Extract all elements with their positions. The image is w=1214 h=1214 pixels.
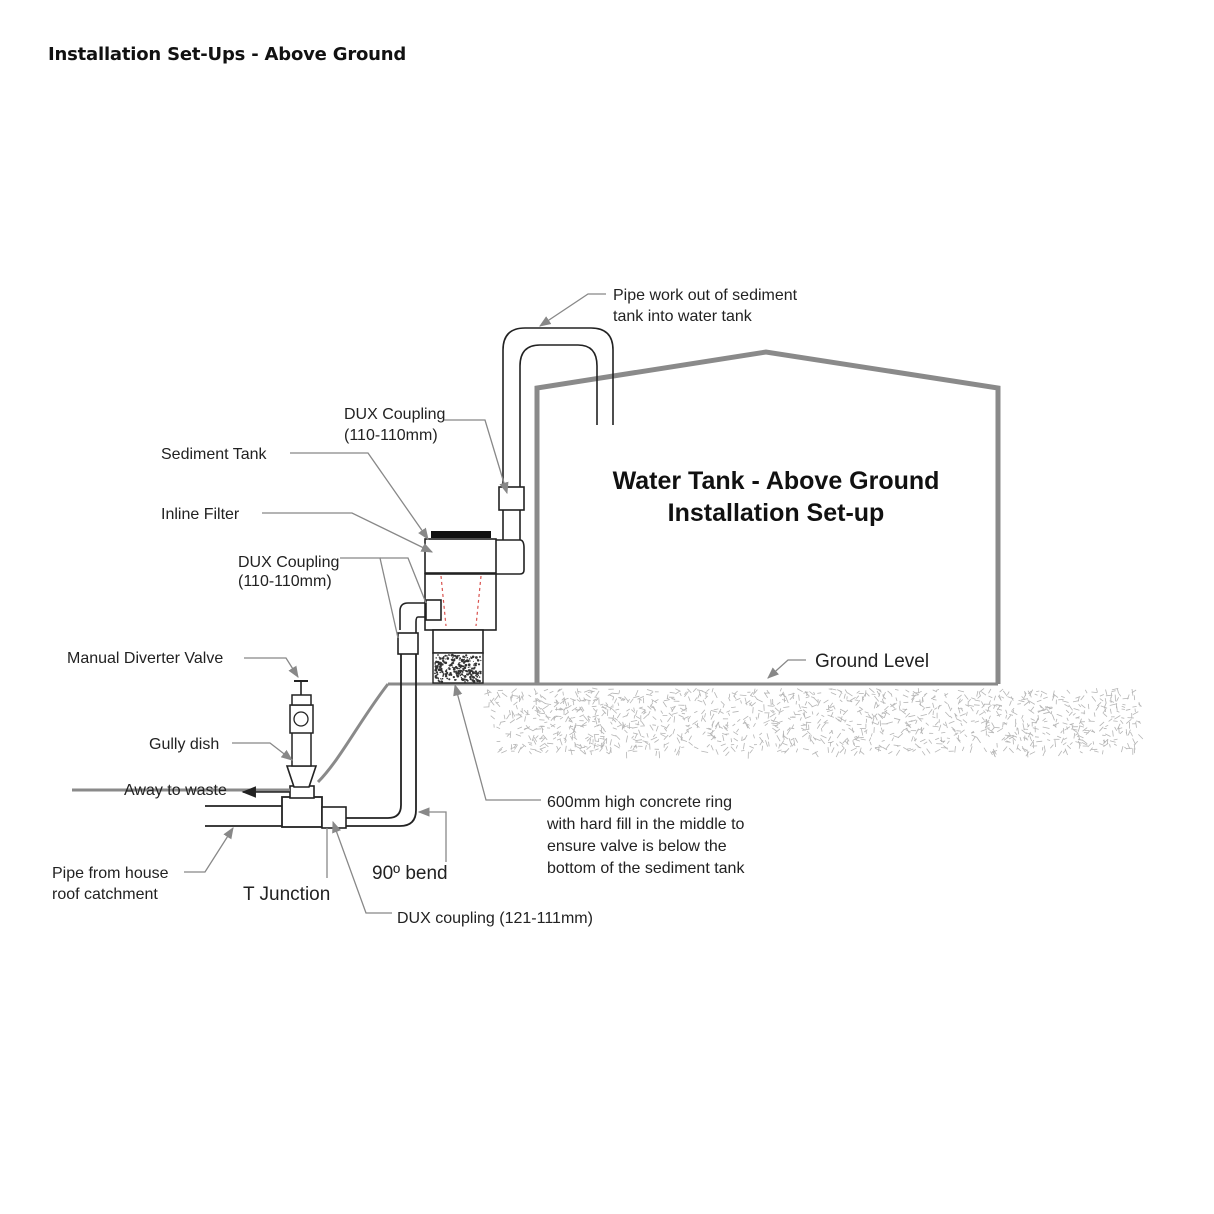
tank-title-2: Installation Set-up — [668, 499, 885, 527]
riser-pipe-inner — [345, 654, 417, 827]
label-concrete-1: 600mm high concrete ring — [547, 794, 732, 811]
filter-dash-right — [475, 575, 482, 627]
leader-dux-bottom — [332, 820, 392, 914]
label-concrete-2: with hard fill in the middle to — [546, 816, 745, 833]
label-pipe-work-2: tank into water tank — [613, 308, 753, 325]
leader-dux-top — [443, 419, 509, 495]
label-concrete-3: ensure valve is below the — [547, 838, 727, 855]
dux-coupling-mid — [425, 599, 442, 621]
water-tank-outline — [534, 349, 1001, 684]
leader-ground — [767, 659, 806, 679]
concrete-ring-fill — [434, 653, 482, 684]
t-junction — [281, 796, 323, 828]
sediment-tank-body — [424, 538, 497, 574]
label-concrete-4: bottom of the sediment tank — [547, 860, 745, 877]
label-t-junction: T Junction — [243, 884, 330, 905]
label-pipe-work-1: Pipe work out of sediment — [613, 287, 798, 304]
dux-coupling-top — [498, 486, 525, 511]
diverter-valve-gauge — [293, 711, 309, 727]
outlet-pipe — [502, 327, 614, 548]
sediment-tank-base — [432, 629, 484, 654]
tank-title-1: Water Tank - Above Ground — [613, 467, 940, 495]
leader-pipe-work — [539, 293, 606, 327]
ground-hatch — [483, 687, 1144, 759]
leader-gully — [232, 742, 293, 761]
sediment-tank-lid — [431, 531, 491, 538]
page-title: Installation Set-Ups - Above Ground — [48, 44, 407, 65]
label-dux-mid-1: DUX Coupling — [238, 554, 339, 571]
label-dux-mid-2: (110-110mm) — [238, 573, 332, 590]
diverter-valve-cap — [291, 694, 312, 706]
gully-dish — [285, 765, 318, 788]
inlet-pipe-inner — [415, 616, 426, 633]
leader-sediment-tank — [290, 452, 429, 540]
leader-diverter — [244, 657, 299, 678]
label-pipe-house-2: roof catchment — [52, 886, 158, 903]
leader-bend — [417, 807, 447, 862]
label-dux-top-1: DUX Coupling — [344, 406, 445, 423]
leader-dux-mid-b — [380, 557, 427, 604]
inlet-pipe-outer — [399, 602, 426, 630]
label-dux-top-2: (110-110mm) — [344, 427, 438, 444]
diverter-valve-stem — [291, 729, 312, 767]
riser-pipe — [345, 654, 402, 819]
outlet-pipe-inner — [519, 344, 598, 548]
label-ground-level: Ground Level — [815, 651, 929, 672]
label-dux-bottom: DUX coupling (121-111mm) — [397, 910, 593, 927]
label-sediment-tank: Sediment Tank — [161, 446, 268, 463]
label-inline-filter: Inline Filter — [161, 506, 240, 523]
label-gully-dish: Gully dish — [149, 736, 219, 753]
leader-inline-filter — [262, 512, 434, 553]
label-bend: 90º bend — [372, 863, 448, 884]
mound-line — [316, 683, 390, 784]
filter-dash-left — [440, 575, 447, 627]
label-manual-diverter: Manual Diverter Valve — [67, 650, 223, 667]
leader-dux-mid-a — [340, 557, 399, 639]
label-away-to-waste: Away to waste — [124, 782, 227, 799]
leader-pipe-house — [184, 827, 234, 873]
leader-concrete — [453, 683, 541, 801]
inlet-coupling — [397, 632, 419, 655]
outlet-elbow — [496, 539, 525, 575]
label-pipe-house-1: Pipe from house — [52, 865, 169, 882]
